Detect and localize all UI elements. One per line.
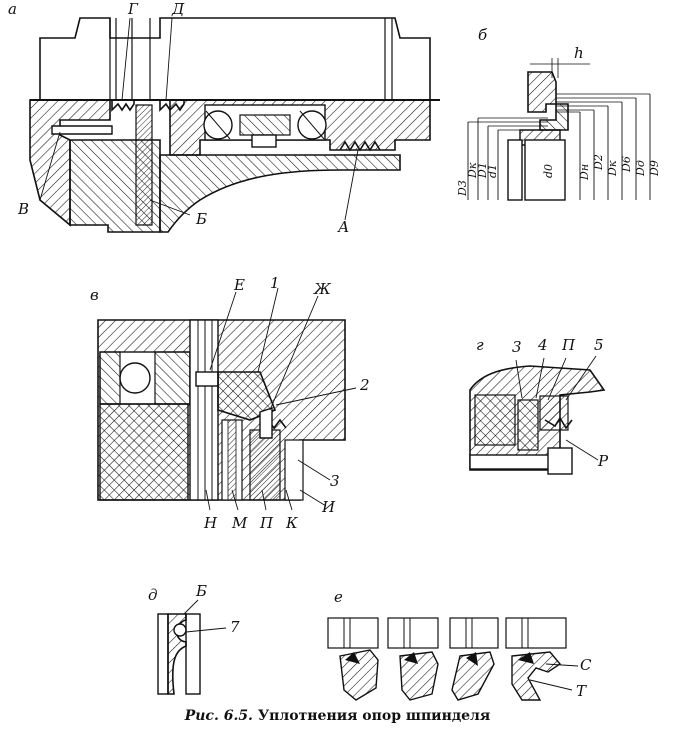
label-gr: Р bbox=[597, 452, 609, 470]
panel-a-letter: а bbox=[8, 0, 17, 18]
label-gp: П bbox=[561, 336, 576, 354]
label-g3: 3 bbox=[512, 338, 522, 356]
label-p: П bbox=[259, 514, 274, 532]
label-2: 2 bbox=[359, 376, 370, 394]
label-g: Г bbox=[127, 0, 139, 18]
seal-variant-2 bbox=[387, 617, 439, 701]
dim-dk2: Dк bbox=[606, 160, 619, 177]
dim-d2: D2 bbox=[592, 154, 605, 171]
figure-caption: Рис. 6.5. Уплотнения опор шпинделя bbox=[0, 708, 675, 724]
label-k: К bbox=[285, 514, 298, 532]
label-g4: 4 bbox=[537, 336, 548, 354]
panel-b-letter: б bbox=[478, 26, 488, 44]
dim-dn: Dн bbox=[578, 164, 591, 181]
label-d: Д bbox=[171, 0, 185, 18]
label-d-7: 7 bbox=[230, 618, 240, 636]
label-3: 3 bbox=[330, 472, 340, 490]
label-e: Е bbox=[233, 276, 245, 294]
dim-d0: d0 bbox=[542, 164, 555, 178]
label-g5: 5 bbox=[594, 336, 604, 354]
panel-v-letter: в bbox=[90, 286, 99, 304]
panel-d-letter: д bbox=[148, 586, 158, 604]
panel-b-dimensions: D3 Dк D1 d1 d0 Dн D2 Dк D6 Dд D9 bbox=[456, 154, 661, 197]
label-n: Н bbox=[203, 514, 218, 532]
seal-variant-3 bbox=[449, 617, 499, 701]
dim-d1-small: d1 bbox=[486, 164, 499, 178]
dim-d6: D6 bbox=[620, 156, 633, 173]
label-e-s: С bbox=[580, 656, 592, 674]
label-zh: Ж bbox=[313, 280, 332, 298]
label-i: И bbox=[321, 498, 336, 516]
label-b: Б bbox=[195, 210, 207, 228]
label-1: 1 bbox=[270, 274, 280, 292]
dim-dd: Dд bbox=[634, 160, 647, 177]
dim-d1: D1 bbox=[476, 162, 489, 179]
dim-dk: Dк bbox=[466, 162, 479, 179]
panel-v bbox=[97, 287, 357, 511]
panel-g-letter: г bbox=[476, 336, 484, 354]
label-e-t: Т bbox=[576, 682, 587, 700]
panel-d bbox=[157, 599, 227, 695]
caption-text: Уплотнения опор шпинделя bbox=[257, 708, 491, 724]
panel-e-letter: е bbox=[334, 588, 343, 606]
dim-d9: D9 bbox=[648, 160, 661, 177]
label-a: А bbox=[337, 218, 349, 236]
seal-variant-4 bbox=[505, 617, 579, 701]
panel-e bbox=[327, 617, 579, 701]
dim-d3: D3 bbox=[456, 180, 469, 197]
panel-b bbox=[467, 58, 651, 201]
seal-variant-1 bbox=[327, 617, 379, 701]
label-m: М bbox=[231, 514, 248, 532]
label-d-b: Б bbox=[195, 582, 207, 600]
label-h: h bbox=[574, 44, 584, 62]
label-v: В bbox=[17, 200, 29, 218]
panel-g bbox=[469, 355, 606, 475]
panel-a bbox=[29, 17, 440, 233]
caption-prefix: Рис. 6.5. bbox=[184, 708, 253, 724]
